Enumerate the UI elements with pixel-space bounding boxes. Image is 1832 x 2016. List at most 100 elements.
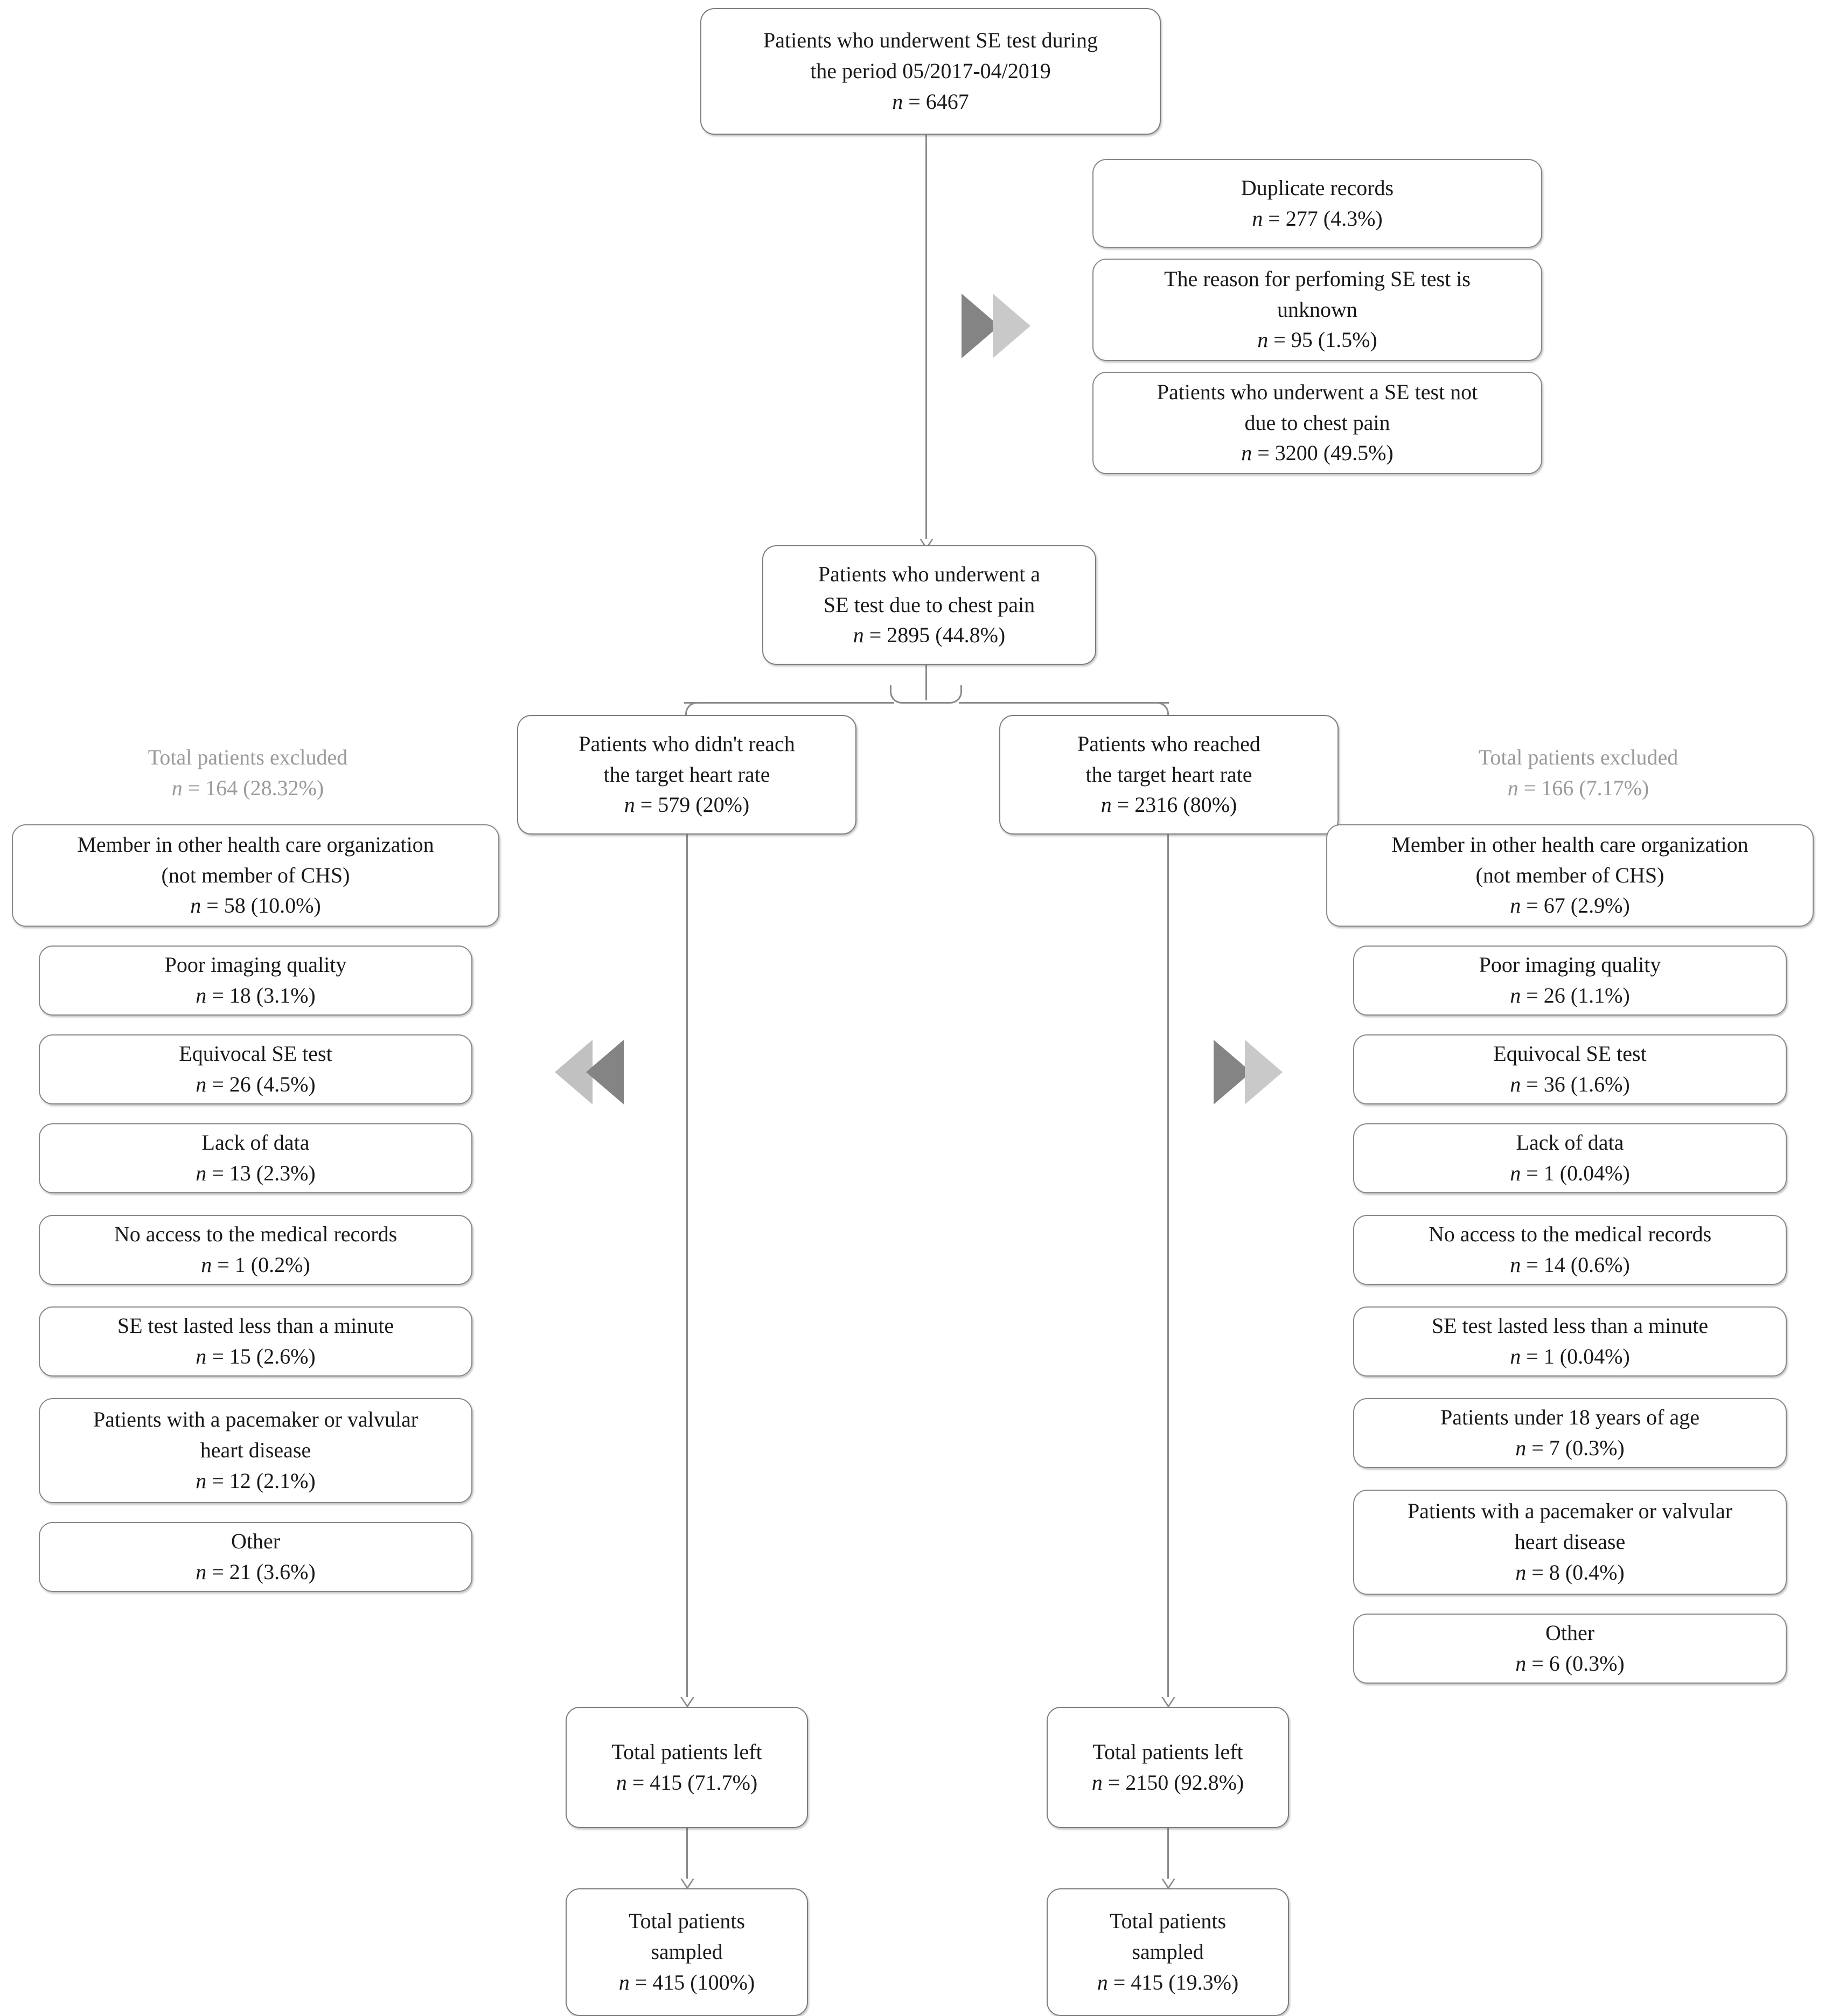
exclusion-label: The reason for perfoming SE test is [1164, 266, 1471, 291]
left-exclusion-pacemaker-valvular[interactable]: Patients with a pacemaker or valvular he… [39, 1398, 472, 1503]
node-chest-pain-n: n = 2895 (44.8%) [853, 623, 1006, 648]
node-root-n: n = 6467 [892, 89, 969, 114]
right-exclusion-no-access-records[interactable]: No access to the medical records n = 14 … [1353, 1215, 1787, 1285]
left-exclusion-no-access-records[interactable]: No access to the medical records n = 1 (… [39, 1215, 472, 1285]
node-chest-pain[interactable]: Patients who underwent a SE test due to … [762, 545, 1096, 665]
exclusion-label: Patients who underwent a SE test not [1157, 379, 1478, 404]
node-label: Total patients [628, 1909, 746, 1934]
chevron-light-triangle [993, 294, 1030, 358]
connector-elbow-right-top [925, 685, 962, 704]
connector-chestpain-stem [925, 664, 927, 700]
right-exclusion-under-18[interactable]: Patients under 18 years of age n = 7 (0.… [1353, 1398, 1787, 1468]
exclusion-n: n = 15 (2.6%) [196, 1344, 316, 1368]
exclusion-label: Patients with a pacemaker or valvular [1407, 1499, 1733, 1524]
node-reached-target-hr[interactable]: Patients who reached the target heart ra… [999, 715, 1339, 835]
right-exclusion-lack-of-data[interactable]: Lack of data n = 1 (0.04%) [1353, 1123, 1787, 1193]
exclusion-label: Other [1545, 1621, 1595, 1645]
exclusion-label: SE test lasted less than a minute [117, 1313, 394, 1338]
connector-hline-left [684, 702, 894, 704]
exclusion-n: n = 14 (0.6%) [1510, 1253, 1630, 1277]
exclusion-label: No access to the medical records [1428, 1222, 1712, 1247]
exclusion-label: No access to the medical records [114, 1222, 398, 1247]
exclusion-label: Equivocal SE test [179, 1041, 332, 1066]
node-top-exclusion-not-chest-pain[interactable]: Patients who underwent a SE test not due… [1092, 372, 1542, 474]
exclusion-label-2: (not member of CHS) [161, 863, 350, 887]
exclusion-n: n = 3200 (49.5%) [1241, 441, 1394, 465]
node-not-reached-n: n = 579 (20%) [624, 793, 750, 817]
exclusion-n: n = 1 (0.04%) [1510, 1344, 1630, 1368]
node-root[interactable]: Patients who underwent SE test during th… [700, 8, 1161, 135]
node-n: n = 415 (100%) [618, 1970, 755, 1994]
connector-hline-right [959, 702, 1169, 704]
right-exclusion-other[interactable]: Other n = 6 (0.3%) [1353, 1614, 1787, 1684]
exclusion-n: n = 7 (0.3%) [1515, 1436, 1625, 1460]
node-label: Total patients [1109, 1909, 1227, 1934]
right-exclusions-header: Total patients excluded n = 166 (7.17%) [1341, 742, 1815, 804]
left-exclusion-other[interactable]: Other n = 21 (3.6%) [39, 1522, 472, 1592]
node-top-exclusion-duplicate-records[interactable]: Duplicate records n = 277 (4.3%) [1092, 159, 1542, 248]
exclusion-label-2: heart disease [200, 1438, 311, 1463]
exclusion-n: n = 1 (0.04%) [1510, 1161, 1630, 1185]
exclusion-label: Patients with a pacemaker or valvular [93, 1407, 419, 1432]
exclusion-label: Poor imaging quality [164, 953, 347, 977]
left-exclusions-header-n: n = 164 (28.32%) [171, 775, 324, 800]
exclusion-label: SE test lasted less than a minute [1431, 1313, 1709, 1338]
node-label-2: sampled [651, 1939, 723, 1964]
node-label-2: sampled [1132, 1939, 1204, 1964]
left-exclusion-se-test-under-minute[interactable]: SE test lasted less than a minute n = 15… [39, 1306, 472, 1377]
node-n: n = 415 (19.3%) [1097, 1970, 1239, 1994]
exclusion-n: n = 36 (1.6%) [1510, 1072, 1630, 1096]
exclusion-label: Other [231, 1529, 281, 1554]
right-exclusion-poor-imaging-quality[interactable]: Poor imaging quality n = 26 (1.1%) [1353, 946, 1787, 1016]
exclusion-label: Lack of data [201, 1130, 310, 1155]
exclusion-label-2: heart disease [1514, 1530, 1626, 1554]
right-exclusions-header-label: Total patients excluded [1478, 745, 1678, 769]
exclusion-label: Member in other health care organization [77, 832, 434, 857]
node-top-exclusion-unknown-reason[interactable]: The reason for perfoming SE test is unkn… [1092, 259, 1542, 361]
connector-left-totalleft-to-sampled [686, 1827, 688, 1887]
chevron-left-exclusions [555, 1040, 625, 1104]
connector-reached-to-totalleft [1167, 834, 1169, 1706]
node-root-line2: the period 05/2017-04/2019 [810, 59, 1051, 84]
right-exclusion-pacemaker-valvular[interactable]: Patients with a pacemaker or valvular he… [1353, 1490, 1787, 1595]
node-did-not-reach-target-hr[interactable]: Patients who didn't reach the target hea… [517, 715, 856, 835]
node-left-total-patients-sampled[interactable]: Total patients sampled n = 415 (100%) [566, 1888, 808, 2016]
exclusion-n: n = 12 (2.1%) [196, 1468, 316, 1493]
connector-elbow-left-top [890, 685, 927, 704]
node-n: n = 2150 (92.8%) [1091, 1770, 1244, 1795]
right-exclusions-header-n: n = 166 (7.17%) [1507, 775, 1649, 800]
node-left-total-patients-left[interactable]: Total patients left n = 415 (71.7%) [566, 1707, 808, 1828]
left-exclusion-member-other-org[interactable]: Member in other health care organization… [12, 824, 499, 927]
left-exclusion-equivocal-se-test[interactable]: Equivocal SE test n = 26 (4.5%) [39, 1034, 472, 1104]
chevron-dark-triangle [586, 1040, 624, 1104]
node-not-reached-line1: Patients who didn't reach [579, 731, 795, 756]
exclusion-label: Equivocal SE test [1493, 1041, 1647, 1066]
node-label: Total patients left [1092, 1739, 1243, 1764]
left-exclusion-lack-of-data[interactable]: Lack of data n = 13 (2.3%) [39, 1123, 472, 1193]
exclusion-n: n = 58 (10.0%) [190, 893, 321, 918]
exclusion-n: n = 95 (1.5%) [1257, 328, 1377, 352]
exclusion-n: n = 277 (4.3%) [1252, 206, 1383, 231]
exclusion-n: n = 18 (3.1%) [196, 983, 316, 1007]
left-exclusion-poor-imaging-quality[interactable]: Poor imaging quality n = 18 (3.1%) [39, 946, 472, 1016]
exclusion-label: Duplicate records [1241, 175, 1394, 200]
chevron-right-exclusions [1214, 1040, 1284, 1104]
right-exclusion-member-other-org[interactable]: Member in other health care organization… [1326, 824, 1814, 927]
exclusion-n: n = 13 (2.3%) [196, 1161, 316, 1185]
node-n: n = 415 (71.7%) [616, 1770, 758, 1795]
node-right-total-patients-left[interactable]: Total patients left n = 2150 (92.8%) [1047, 1707, 1289, 1828]
exclusion-n: n = 8 (0.4%) [1515, 1560, 1625, 1584]
exclusion-n: n = 26 (1.1%) [1510, 983, 1630, 1007]
connector-root-to-chestpain [925, 135, 927, 547]
exclusion-label: Patients under 18 years of age [1440, 1405, 1699, 1430]
exclusion-n: n = 67 (2.9%) [1510, 893, 1630, 918]
exclusion-label: Poor imaging quality [1479, 953, 1661, 977]
connector-notreached-to-totalleft [686, 834, 688, 1706]
node-not-reached-line2: the target heart rate [603, 762, 770, 787]
exclusion-n: n = 6 (0.3%) [1515, 1651, 1625, 1676]
right-exclusion-equivocal-se-test[interactable]: Equivocal SE test n = 36 (1.6%) [1353, 1034, 1787, 1104]
node-right-total-patients-sampled[interactable]: Total patients sampled n = 415 (19.3%) [1047, 1888, 1289, 2016]
right-exclusion-se-test-under-minute[interactable]: SE test lasted less than a minute n = 1 … [1353, 1306, 1787, 1377]
exclusion-n: n = 26 (4.5%) [196, 1072, 316, 1096]
